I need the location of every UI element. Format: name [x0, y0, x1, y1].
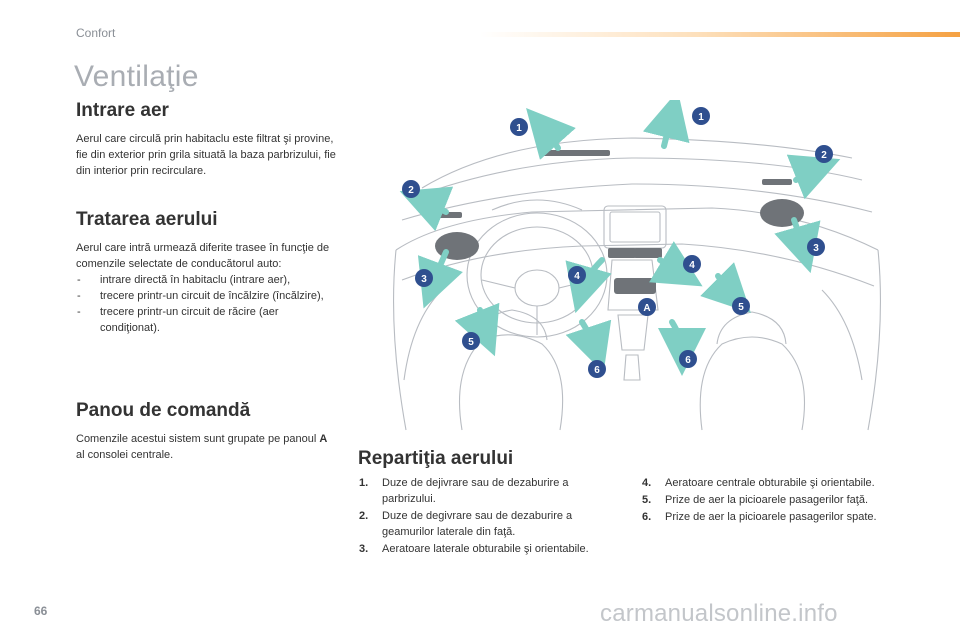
control-panel-text: Comenzile acestui sistem sunt grupate pe… [76, 433, 328, 461]
page-number: 66 [34, 604, 48, 618]
distribution-item: 3.Aeratoare laterale obturabile şi orien… [359, 543, 589, 555]
control-panel-heading: Panou de comandă [76, 400, 251, 421]
intake-heading: Intrare aer [76, 100, 169, 121]
badge-panel-a: A [638, 298, 656, 316]
section-label: Confort [76, 26, 116, 40]
badge-5-left: 5 [462, 332, 480, 350]
treatment-item: intrare directă în habitaclu (intrare ae… [76, 272, 338, 288]
badge-4-left: 4 [568, 266, 586, 284]
svg-text:A: A [643, 303, 650, 314]
svg-text:1: 1 [516, 123, 522, 134]
badge-1-right: 1 [692, 107, 710, 125]
distribution-item: 1.Duze de dejivrare sau de dezaburire a … [359, 477, 569, 505]
airflow-arrows [399, 100, 841, 376]
distribution-item: 2.Duze de degivrare sau de dezaburire a … [359, 510, 573, 538]
svg-text:5: 5 [738, 302, 744, 313]
svg-text:6: 6 [594, 365, 600, 376]
badge-5-right: 5 [732, 297, 750, 315]
svg-text:2: 2 [821, 150, 827, 161]
badge-4-right: 4 [683, 255, 701, 273]
intake-text: Aerul care circulă prin habitaclu este f… [76, 133, 336, 177]
dashboard-illustration: 1 1 2 2 3 3 4 4 5 5 6 6 A [393, 100, 881, 431]
svg-text:2: 2 [408, 185, 414, 196]
svg-text:4: 4 [574, 271, 580, 282]
distribution-list-left: 1.Duze de dejivrare sau de dezaburire a … [359, 475, 619, 558]
treatment-heading: Tratarea aerului [76, 209, 218, 230]
control-panel-section: Panou de comandă Comenzile acestui siste… [76, 400, 338, 463]
treatment-section: Tratarea aerului Aerul care intră urmeaz… [76, 209, 338, 336]
watermark: carmanualsonline.info [600, 600, 838, 627]
distribution-item: 5.Prize de aer la picioarele pasagerilor… [642, 494, 869, 506]
badges: 1 1 2 2 3 3 4 4 5 5 6 6 A [402, 107, 833, 378]
svg-text:3: 3 [421, 274, 427, 285]
distribution-item: 4.Aeratoare centrale obturabile şi orien… [642, 477, 875, 489]
distribution-heading: Repartiţia aerului [358, 448, 514, 469]
badge-6-right: 6 [679, 350, 697, 368]
svg-text:5: 5 [468, 337, 474, 348]
badge-3-left: 3 [415, 269, 433, 287]
svg-text:3: 3 [813, 243, 819, 254]
badge-2-right: 2 [815, 145, 833, 163]
treatment-text: Aerul care intră urmează diferite trasee… [76, 242, 330, 270]
svg-text:1: 1 [698, 112, 704, 123]
panel-letter: A [319, 433, 328, 445]
treatment-list: intrare directă în habitaclu (intrare ae… [76, 272, 338, 336]
svg-text:4: 4 [689, 260, 695, 271]
badge-6-left: 6 [588, 360, 606, 378]
treatment-item: trecere printr-un circuit de încălzire (… [76, 288, 338, 304]
distribution-item: 6.Prize de aer la picioarele pasagerilor… [642, 511, 877, 523]
vents [432, 150, 804, 294]
header-accent-bar [480, 32, 960, 37]
distribution-list-right: 4.Aeratoare centrale obturabile şi orien… [642, 475, 932, 526]
svg-text:6: 6 [685, 355, 691, 366]
treatment-item: trecere printr-un circuit de răcire (aer… [76, 304, 338, 336]
intake-section: Intrare aer Aerul care circulă prin habi… [76, 100, 338, 179]
page-title: Ventilaţie [74, 60, 199, 93]
badge-1-left: 1 [510, 118, 528, 136]
badge-3-right: 3 [807, 238, 825, 256]
badge-2-left: 2 [402, 180, 420, 198]
